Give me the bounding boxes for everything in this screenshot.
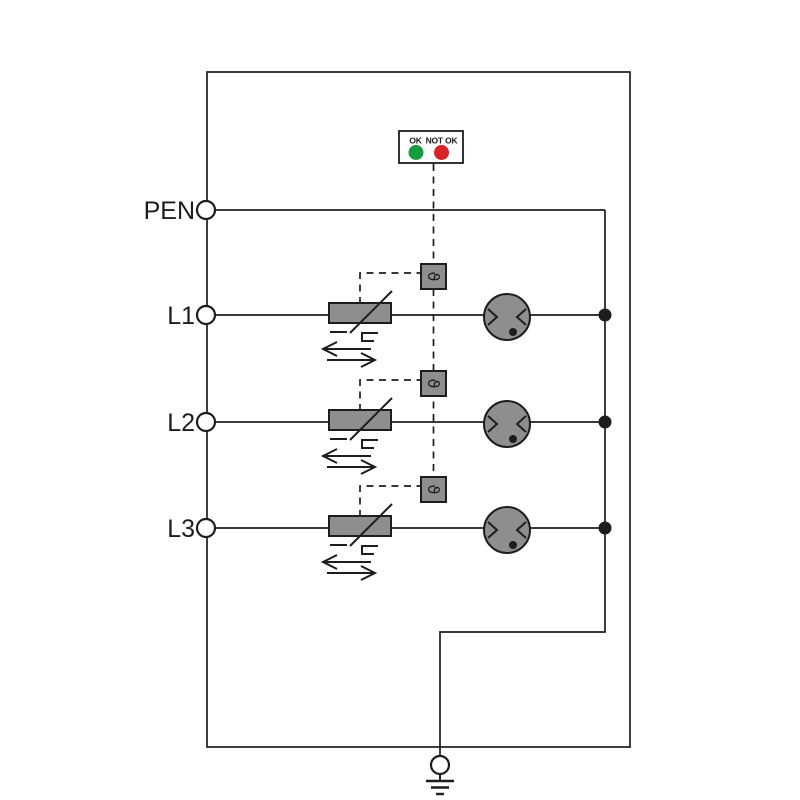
pen-equipotential-bus <box>439 210 606 756</box>
theta-glyph: ϑ <box>424 379 443 389</box>
not-ok-label: NOT OK <box>426 136 459 146</box>
ok-label: OK <box>409 136 422 146</box>
terminal-l3 <box>195 517 217 539</box>
electrode-right-icon <box>515 415 527 433</box>
terminal-earth <box>429 754 451 776</box>
arrow-left-head-icon <box>320 341 338 357</box>
spark-gap-dot-icon <box>509 541 517 549</box>
l1-monitor-link <box>359 272 421 304</box>
disconnector-icon <box>361 439 378 449</box>
theta-glyph: ϑ <box>424 272 443 282</box>
l1-label: L1 <box>167 302 195 330</box>
electrode-left-icon <box>487 521 499 539</box>
electrode-right-icon <box>515 308 527 326</box>
varistor-icon <box>328 503 393 555</box>
pen-row: PEN <box>144 197 605 225</box>
l2-label: L2 <box>167 409 195 437</box>
spark-gap-icon <box>483 506 531 554</box>
thermal-disconnector-icon: ϑ <box>420 263 447 290</box>
ok-led-icon <box>408 145 424 160</box>
electrode-left-icon <box>487 308 499 326</box>
varistor-body <box>328 515 392 537</box>
pen-label: PEN <box>144 197 195 225</box>
terminal-pen <box>195 199 217 221</box>
l3-monitor-link <box>359 485 421 517</box>
terminal-l2 <box>195 411 217 433</box>
phase-row-l2: ϑ L2 <box>167 370 612 475</box>
varistor-diagonal <box>349 397 393 441</box>
l3-label: L3 <box>167 515 195 543</box>
status-indicator: OK NOT OK <box>398 130 464 164</box>
arrow-right-head-icon <box>360 565 378 581</box>
spark-gap-body <box>483 506 531 554</box>
varistor-icon <box>328 397 393 449</box>
junction-dot <box>598 308 612 322</box>
earth-ground-icon <box>426 774 454 796</box>
surge-current-arrows-icon <box>320 341 378 368</box>
theta-glyph: ϑ <box>424 485 443 495</box>
phase-row-l1: ϑ L1 <box>167 263 612 368</box>
thermal-disconnector-body <box>420 263 447 290</box>
indicator-box <box>398 130 464 164</box>
arrow-left-head-icon <box>320 448 338 464</box>
surge-current-arrows-icon <box>320 448 378 475</box>
varistor-diagonal <box>349 503 393 547</box>
terminal-l1 <box>195 304 217 326</box>
disconnector-icon <box>361 332 378 342</box>
electrode-left-icon <box>487 415 499 433</box>
thermal-disconnector-body <box>420 476 447 503</box>
varistor-body <box>328 409 392 431</box>
electrode-right-icon <box>515 521 527 539</box>
thermal-disconnector-icon: ϑ <box>420 370 447 397</box>
spark-gap-body <box>483 400 531 448</box>
spark-gap-icon <box>483 293 531 341</box>
junction-dot <box>598 415 612 429</box>
not-ok-led-icon <box>434 145 449 160</box>
junction-dot <box>598 521 612 535</box>
disconnector-icon <box>361 545 378 555</box>
thermal-disconnector-body <box>420 370 447 397</box>
varistor-icon <box>328 290 393 342</box>
spark-gap-dot-icon <box>509 328 517 336</box>
spark-gap-icon <box>483 400 531 448</box>
spark-gap-dot-icon <box>509 435 517 443</box>
l2-monitor-link <box>359 379 421 411</box>
phase-row-l3: ϑ L3 <box>167 476 612 581</box>
surge-current-arrows-icon <box>320 554 378 581</box>
varistor-body <box>328 302 392 324</box>
device-enclosure-outline <box>206 71 631 748</box>
varistor-diagonal <box>349 290 393 334</box>
spark-gap-body <box>483 293 531 341</box>
arrow-right-head-icon <box>360 352 378 368</box>
thermal-disconnector-icon: ϑ <box>420 476 447 503</box>
arrow-left-head-icon <box>320 554 338 570</box>
arrow-right-head-icon <box>360 459 378 475</box>
earth-connection <box>426 754 454 796</box>
